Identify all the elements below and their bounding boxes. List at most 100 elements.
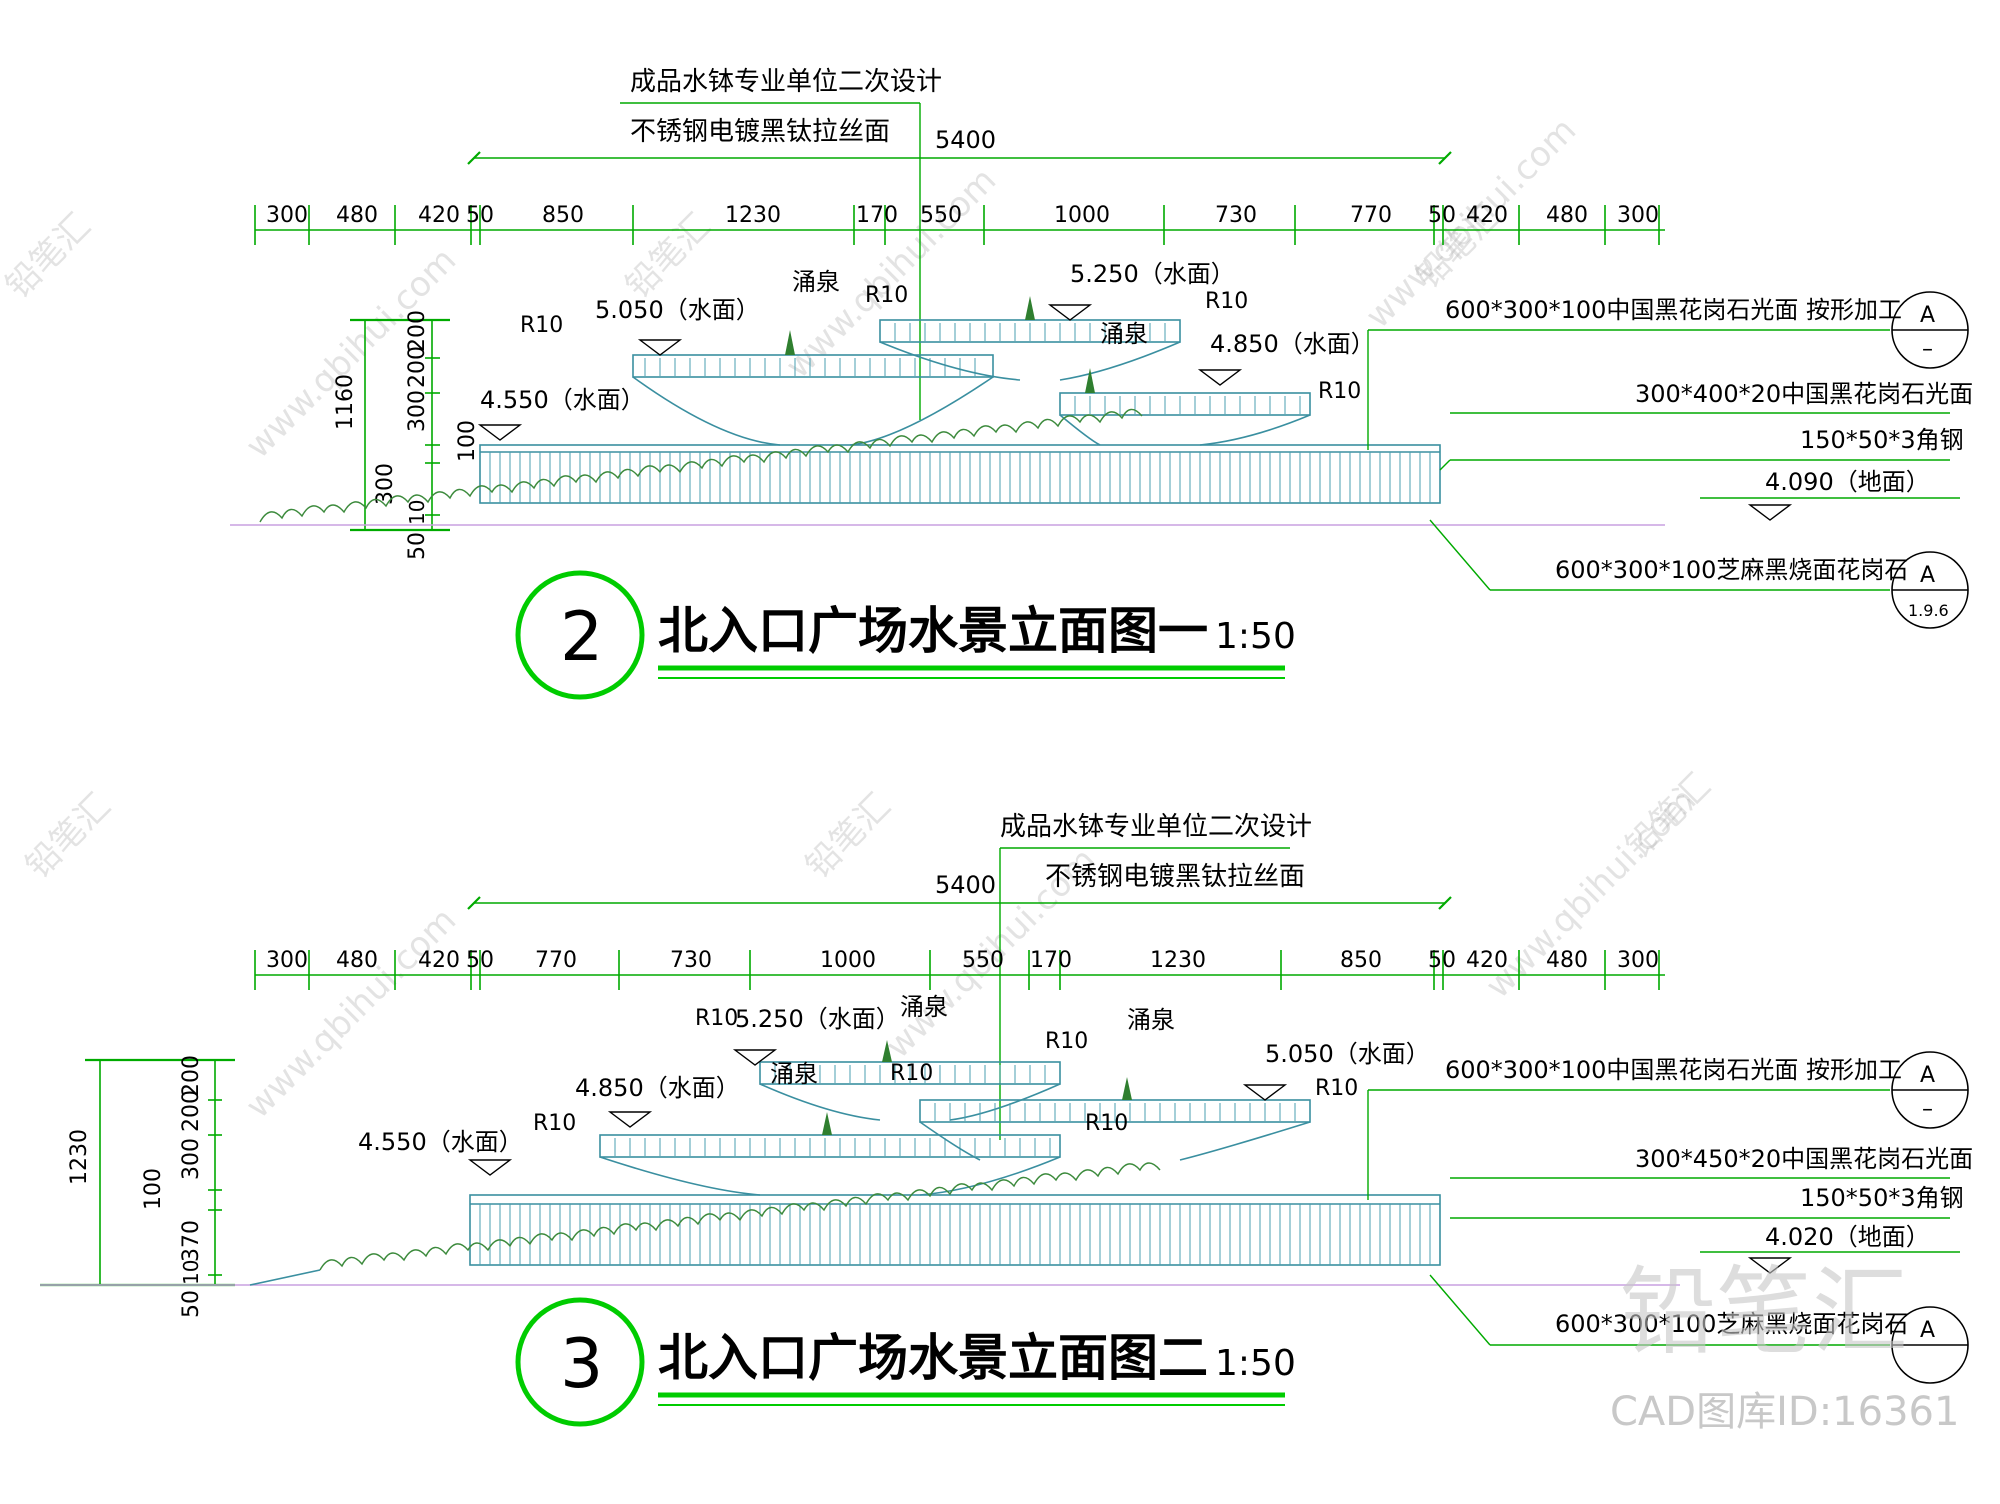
callout-bottom: – — [1922, 337, 1933, 362]
overall-dimension: 5400 — [467, 871, 1452, 910]
vdim: 100 — [455, 420, 480, 462]
level-annotations: 5.250（水面） 4.850（水面） 4.550（水面） 5.050（水面） … — [358, 1005, 1960, 1274]
watermark-brand-large: 铅笔汇 — [1620, 1256, 1908, 1368]
vdim: 300 — [373, 463, 398, 505]
seg-dim: 550 — [920, 203, 962, 228]
view-title-text: 北入口广场水景立面图二 — [658, 1329, 1208, 1387]
seg-dim: 300 — [1617, 203, 1659, 228]
seg-dim: 50 — [1428, 203, 1456, 228]
note-finish: 不锈钢电镀黑钛拉丝面 — [1045, 862, 1305, 892]
seg-dim: 770 — [535, 948, 577, 973]
view-title-text: 北入口广场水景立面图一 — [658, 602, 1208, 660]
level-label: 5.050（水面） — [595, 296, 760, 324]
watermark-brand: 铅笔汇 — [18, 786, 118, 886]
watermark-brand: 铅笔汇 — [0, 206, 98, 306]
seg-dim: 850 — [1340, 948, 1382, 973]
callout-top: A — [1920, 1063, 1935, 1088]
vdim: 200 — [405, 346, 430, 388]
seg-dim: 300 — [266, 948, 308, 973]
watermark-site: www.qbihui.com — [238, 900, 464, 1126]
segment-dimensions: 300 480 420 50 770 730 1000 550 170 1230… — [254, 948, 1665, 990]
overall-dimension: 5400 — [467, 126, 1452, 165]
seg-dim: 50 — [466, 203, 494, 228]
radius-label: R10 — [533, 1111, 576, 1136]
seg-dim: 850 — [542, 203, 584, 228]
seg-dim: 420 — [418, 203, 460, 228]
seg-dim: 1000 — [1054, 203, 1110, 228]
seg-dim: 420 — [1466, 203, 1508, 228]
brand-watermark: 铅笔汇 CAD图库ID:16361 — [1610, 1256, 1959, 1435]
watermark-site: www.qbihui.com — [238, 240, 464, 466]
material-label: 600*300*100芝麻黑烧面花岗石 — [1555, 556, 1908, 584]
seg-dim: 1000 — [820, 948, 876, 973]
detail-callout: A 1.9.6 — [1891, 551, 1969, 629]
view-number: 2 — [560, 598, 603, 677]
seg-dim: 170 — [856, 203, 898, 228]
view-title: 3 北入口广场水景立面图二 1:50 — [515, 1297, 1296, 1427]
seg-dim: 480 — [1546, 948, 1588, 973]
seg-dim: 550 — [962, 948, 1004, 973]
fountain-structure — [479, 296, 1441, 504]
material-annotations: 600*300*100中国黑花岗石光面 按形加工 300*450*20中国黑花岗… — [1367, 1056, 1973, 1346]
vdim: 50 — [405, 532, 430, 560]
fountain-label: 涌泉 — [792, 268, 840, 296]
fountain-structure — [469, 1040, 1441, 1266]
material-label: 600*300*100中国黑花岗石光面 按形加工 — [1445, 296, 1902, 324]
vdim: 300 — [405, 390, 430, 432]
level-annotations: 5.050（水面） 5.250（水面） 4.850（水面） 4.550（水面） … — [477, 260, 1960, 521]
detail-callout: A – — [1891, 291, 1969, 369]
level-label-ground: 4.020（地面） — [1765, 1223, 1930, 1251]
seg-dim: 480 — [1546, 203, 1588, 228]
overall-dim-label: 5400 — [935, 871, 996, 899]
radius-label: R10 — [1045, 1029, 1088, 1054]
overall-dim-label: 5400 — [935, 126, 996, 154]
material-label: 150*50*3角钢 — [1800, 426, 1964, 454]
material-label: 300*400*20中国黑花岗石光面 — [1635, 380, 1973, 408]
fountain-label: 涌泉 — [900, 993, 948, 1021]
material-label: 150*50*3角钢 — [1800, 1184, 1964, 1212]
radius-label: R10 — [695, 1006, 738, 1031]
vertical-dimensions: 1230 300 200 200 100 370 10 50 — [40, 1055, 235, 1318]
view-scale: 1:50 — [1215, 616, 1296, 657]
seg-dim: 730 — [1215, 203, 1257, 228]
detail-callout: A — [1891, 1306, 1969, 1384]
callout-top: A — [1920, 303, 1935, 328]
vdim-total: 1230 — [67, 1129, 92, 1185]
elevation-view-2: 成品水钵专业单位二次设计 不锈钢电镀黑钛拉丝面 5400 — [40, 812, 1973, 1427]
vdim: 10 — [179, 1260, 203, 1285]
seg-dim: 1230 — [1150, 948, 1206, 973]
vdim: 100 — [141, 1168, 166, 1210]
seg-dim: 770 — [1350, 203, 1392, 228]
vdim: 200 — [179, 1055, 204, 1097]
vdim: 50 — [179, 1290, 204, 1318]
level-label: 5.250（水面） — [735, 1005, 900, 1033]
seg-dim: 50 — [466, 948, 494, 973]
material-label: 600*300*100芝麻黑烧面花岗石 — [1555, 1310, 1908, 1338]
material-label: 600*300*100中国黑花岗石光面 按形加工 — [1445, 1056, 1902, 1084]
level-label: 4.550（水面） — [480, 386, 645, 414]
view-title: 2 北入口广场水景立面图一 1:50 — [515, 570, 1296, 700]
elevation-view-1: 成品水钵专业单位二次设计 不锈钢电镀黑钛拉丝面 5400 — [230, 67, 1973, 700]
watermark-id: CAD图库ID:16361 — [1610, 1389, 1959, 1435]
callout-bottom: – — [1922, 1097, 1933, 1122]
seg-dim: 420 — [418, 948, 460, 973]
vertical-dimensions: 1160 300 200 200 100 300 50 10 — [333, 310, 480, 560]
seg-dim: 300 — [1617, 948, 1659, 973]
fountain-label: 涌泉 — [770, 1060, 818, 1088]
view-number: 3 — [560, 1325, 603, 1404]
radius-label: R10 — [1315, 1076, 1358, 1101]
level-label: 4.850（水面） — [1210, 330, 1375, 358]
view-scale: 1:50 — [1215, 1343, 1296, 1384]
material-annotations: 600*300*100中国黑花岗石光面 按形加工 300*400*20中国黑花岗… — [1367, 296, 1973, 591]
level-label: 5.050（水面） — [1265, 1040, 1430, 1068]
seg-dim: 170 — [1030, 948, 1072, 973]
note-bowl-design: 成品水钵专业单位二次设计 — [1000, 812, 1312, 842]
seg-dim: 480 — [336, 203, 378, 228]
material-label: 300*450*20中国黑花岗石光面 — [1635, 1145, 1973, 1173]
radius-label: R10 — [865, 283, 908, 308]
seg-dim: 420 — [1466, 948, 1508, 973]
fountain-label: 涌泉 — [1100, 320, 1148, 348]
radius-label: R10 — [520, 313, 563, 338]
detail-callout: A – — [1891, 1051, 1969, 1129]
seg-dim: 300 — [266, 203, 308, 228]
